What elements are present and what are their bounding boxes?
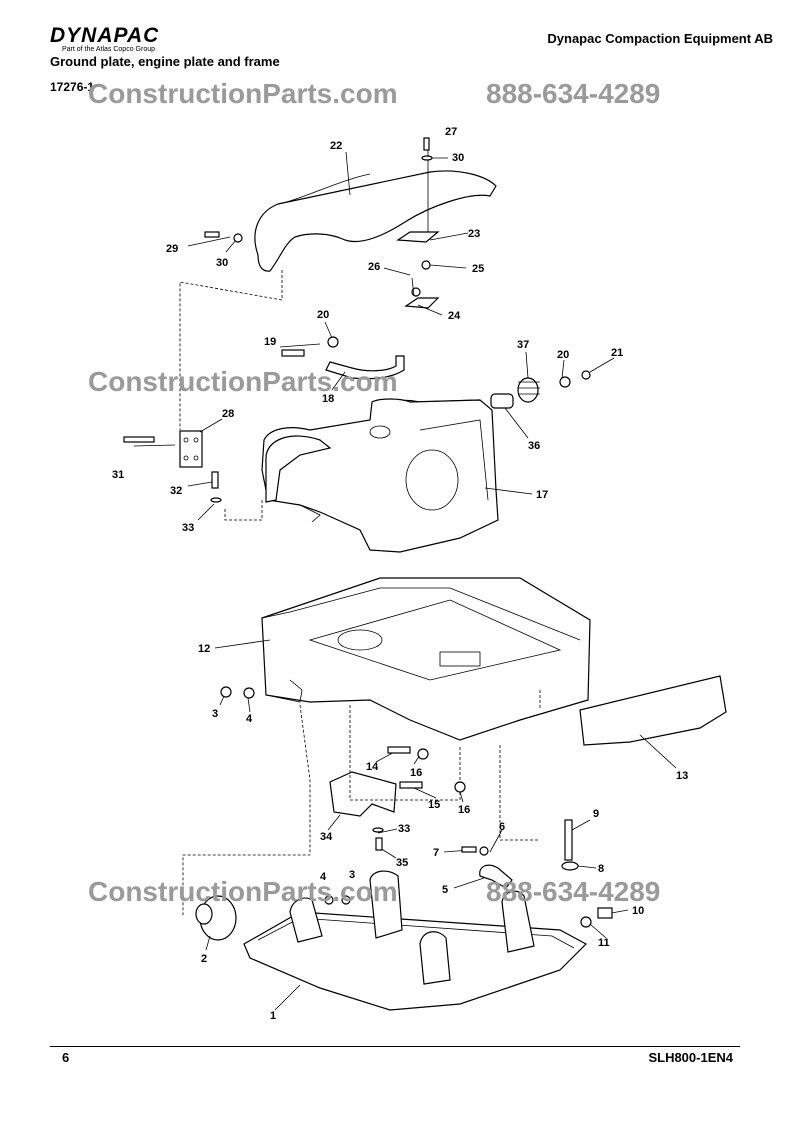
callout-label: 12 [198, 643, 210, 655]
callout-label: 1 [270, 1010, 276, 1022]
page-number: 6 [62, 1050, 70, 1065]
callout-label: 27 [445, 126, 457, 138]
callout-label: 19 [264, 336, 276, 348]
callout-label: 29 [166, 243, 178, 255]
fasteners [123, 137, 613, 928]
callout-label: 35 [396, 857, 408, 869]
callout-labels: 1 2 3 3 4 4 5 6 7 8 9 10 11 12 13 14 15 … [112, 126, 688, 1022]
engine-frame [261, 398, 499, 553]
callout-label: 34 [320, 831, 333, 843]
callout-label: 20 [317, 309, 329, 321]
callout-label: 32 [170, 485, 182, 497]
callout-label: 17 [536, 489, 548, 501]
callout-label: 15 [428, 799, 440, 811]
callout-label: 23 [468, 228, 480, 240]
handle-part [479, 864, 513, 889]
callout-label: 4 [320, 871, 327, 883]
callout-label: 3 [349, 869, 355, 881]
callout-label: 4 [246, 713, 253, 725]
callout-label: 18 [322, 393, 334, 405]
callout-label: 24 [448, 310, 461, 322]
bracket-part [396, 143, 440, 309]
handle-clip [325, 355, 405, 380]
assembly-lines [179, 270, 541, 915]
brand-subtitle: Part of the Atlas Copco Group [62, 46, 155, 53]
watermark-site: ConstructionParts.com [88, 876, 398, 907]
callout-label: 21 [611, 347, 623, 359]
page-title: Ground plate, engine plate and frame [50, 54, 280, 69]
watermark-phone: 888-634-4289 [486, 876, 661, 907]
callout-label: 37 [517, 339, 529, 351]
callout-label: 9 [593, 808, 599, 820]
callout-label: 33 [182, 522, 194, 534]
mount-plate [179, 430, 203, 468]
callout-label: 16 [410, 767, 422, 779]
callout-label: 10 [632, 905, 644, 917]
callout-label: 30 [216, 257, 228, 269]
company-name: Dynapac Compaction Equipment AB [547, 31, 773, 46]
guard-part [329, 771, 397, 817]
callout-label: 8 [598, 863, 604, 875]
watermark-site: ConstructionParts.com [88, 78, 398, 109]
callout-label: 30 [452, 152, 464, 164]
watermark-site: ConstructionParts.com [88, 366, 398, 397]
callout-label: 5 [442, 884, 448, 896]
callout-label: 36 [528, 440, 540, 452]
main-frame [261, 577, 591, 741]
callout-label: 16 [458, 804, 470, 816]
callout-label: 3 [212, 708, 218, 720]
footer-rule [50, 1046, 740, 1047]
ground-plate [243, 870, 587, 1011]
watermark-phone: 888-634-4289 [486, 78, 661, 109]
brand-logo: DYNAPAC [50, 24, 160, 47]
front-bar [579, 675, 727, 746]
callout-label: 6 [499, 821, 505, 833]
callout-label: 13 [676, 770, 688, 782]
document-code: SLH800-1EN4 [648, 1050, 733, 1065]
callout-label: 14 [366, 761, 379, 773]
callout-label: 31 [112, 469, 124, 481]
callout-label: 33 [398, 823, 410, 835]
callout-label: 22 [330, 140, 342, 152]
rubber-buffer [195, 895, 237, 941]
callout-label: 26 [368, 261, 380, 273]
callout-label: 11 [598, 937, 610, 949]
cover-part [254, 170, 497, 272]
callout-label: 28 [222, 408, 234, 420]
callout-label: 20 [557, 349, 569, 361]
callout-label: 25 [472, 263, 484, 275]
callout-label: 7 [433, 847, 439, 859]
brand-block: DYNAPAC Part of the Atlas Copco Group [50, 25, 159, 54]
figure-id: 17276-1 [50, 80, 95, 94]
callout-label: 2 [201, 953, 207, 965]
spring-part [490, 377, 540, 409]
